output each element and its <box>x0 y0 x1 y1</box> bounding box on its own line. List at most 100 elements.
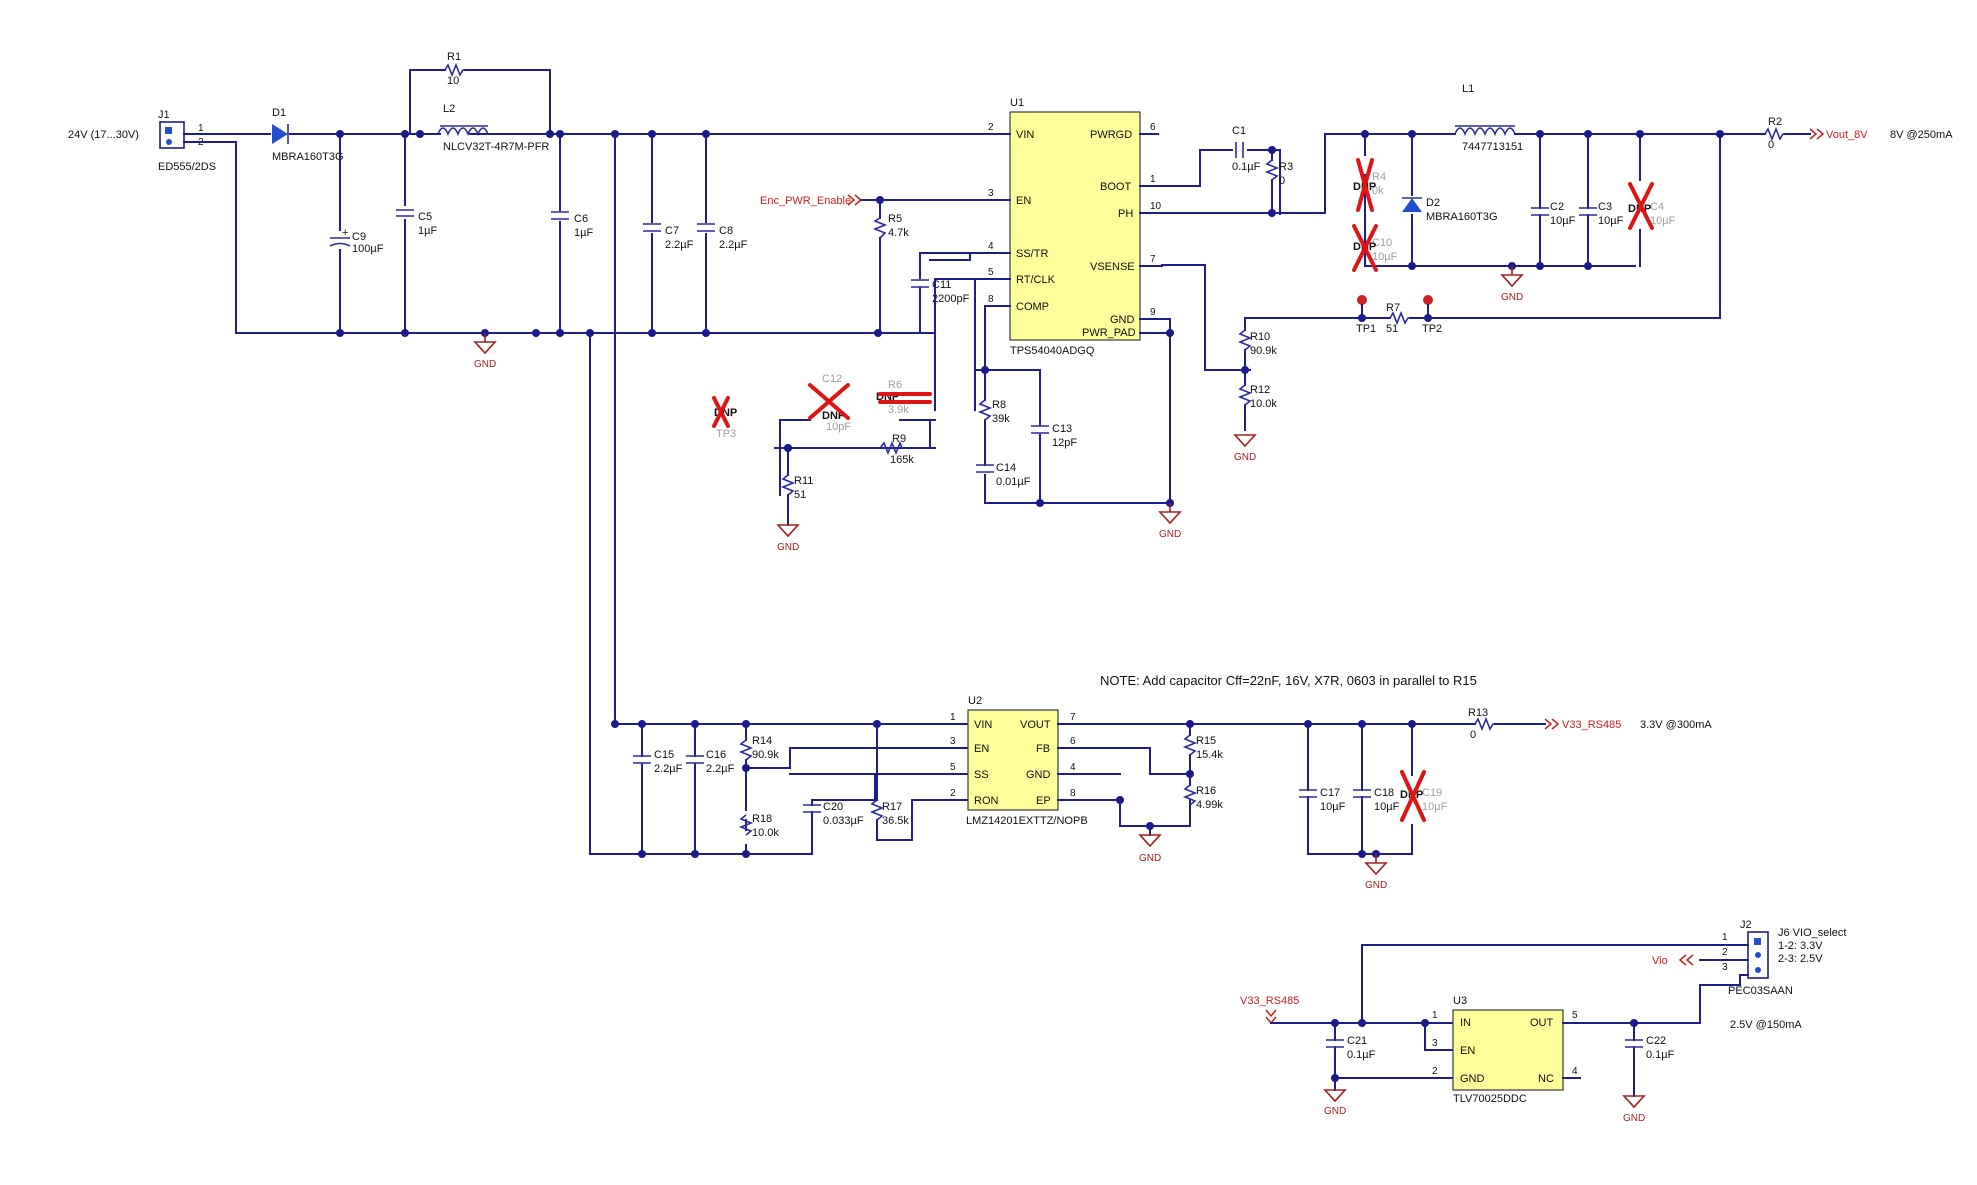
svg-text:EN: EN <box>974 743 989 755</box>
svg-text:V33_RS485: V33_RS485 <box>1240 995 1299 1007</box>
svg-text:NLCV32T-4R7M-PFR: NLCV32T-4R7M-PFR <box>443 141 549 153</box>
svg-text:3: 3 <box>1432 1038 1438 1049</box>
svg-text:1: 1 <box>1432 1010 1438 1021</box>
capacitor-c5: C5 1µF <box>396 209 437 237</box>
capacitor-c6: C6 1µF <box>551 211 593 239</box>
svg-text:12pF: 12pF <box>1052 437 1077 449</box>
svg-text:BOOT: BOOT <box>1100 181 1131 193</box>
svg-text:1-2: 3.3V: 1-2: 3.3V <box>1778 940 1823 952</box>
svg-text:PEC03SAAN: PEC03SAAN <box>1728 985 1793 997</box>
svg-text:J1: J1 <box>158 109 170 121</box>
svg-text:90.9k: 90.9k <box>752 749 779 761</box>
svg-text:1µF: 1µF <box>418 225 437 237</box>
svg-text:51: 51 <box>1386 323 1398 335</box>
net-label-vout-8v: Vout_8V <box>1809 128 1868 141</box>
svg-text:FB: FB <box>1036 743 1050 755</box>
resistor-r13: R13 0 <box>1468 707 1495 741</box>
svg-text:C21: C21 <box>1347 1035 1367 1047</box>
resistor-r8: R8 39k <box>977 399 1010 425</box>
v33-spec: 3.3V @300mA <box>1640 719 1712 731</box>
svg-text:1: 1 <box>950 712 956 723</box>
svg-text:V33_RS485: V33_RS485 <box>1562 719 1621 731</box>
svg-text:SS: SS <box>974 769 989 781</box>
resistor-r6-dnp: R6 DNP 3.9k <box>876 379 932 416</box>
svg-text:D1: D1 <box>272 107 286 119</box>
svg-text:10µF: 10µF <box>1650 215 1676 227</box>
svg-text:C6: C6 <box>574 213 588 225</box>
capacitor-c15: C15 2.2µF <box>633 749 683 775</box>
svg-text:U1: U1 <box>1010 97 1024 109</box>
capacitor-c7: C7 2.2µF <box>643 223 694 251</box>
net-label-vio: Vio <box>1652 954 1694 967</box>
svg-text:3: 3 <box>950 736 956 747</box>
svg-text:10: 10 <box>447 75 459 87</box>
svg-text:2.2µF: 2.2µF <box>719 239 748 251</box>
svg-text:0: 0 <box>1768 139 1774 151</box>
svg-text:C22: C22 <box>1646 1035 1666 1047</box>
svg-text:RON: RON <box>974 795 999 807</box>
svg-text:2: 2 <box>950 788 956 799</box>
svg-text:0.1µF: 0.1µF <box>1232 161 1261 173</box>
resistor-r10: R10 90.9k <box>1237 329 1277 357</box>
svg-text:2.2µF: 2.2µF <box>706 763 735 775</box>
resistor-r14: R14 90.9k <box>738 735 779 761</box>
resistor-r3: R3 0 <box>1264 159 1293 187</box>
design-note: NOTE: Add capacitor Cff=22nF, 16V, X7R, … <box>1100 673 1477 688</box>
svg-text:LMZ14201EXTTZ/NOPB: LMZ14201EXTTZ/NOPB <box>966 815 1088 827</box>
svg-text:5: 5 <box>1572 1010 1578 1021</box>
svg-text:GND: GND <box>777 542 799 553</box>
svg-text:7: 7 <box>1150 254 1156 265</box>
resistor-r2: R2 0 <box>1764 116 1785 151</box>
gnd-symbol-fb: GND <box>1233 434 1257 463</box>
resistor-r4-dnp: R4 0k DNP <box>1353 158 1386 212</box>
svg-text:0.1µF: 0.1µF <box>1347 1049 1376 1061</box>
resistor-r5: R5 4.7k <box>872 213 909 239</box>
capacitor-c18: C18 10µF <box>1353 787 1400 813</box>
capacitor-c20: C20 0.033µF <box>803 801 864 827</box>
svg-text:10pF: 10pF <box>826 421 851 433</box>
svg-text:GND: GND <box>1234 452 1256 463</box>
svg-text:10µF: 10µF <box>1550 215 1576 227</box>
svg-text:0: 0 <box>1470 729 1476 741</box>
svg-text:1: 1 <box>1150 174 1156 185</box>
svg-text:R7: R7 <box>1386 302 1400 314</box>
tp3-dnp: DNP TP3 <box>712 396 737 440</box>
resistor-r9: R9 165k <box>879 433 914 466</box>
svg-text:2.2µF: 2.2µF <box>654 763 683 775</box>
ic-u1: U1 TPS54040ADGQ VIN EN SS/TR RT/CLK COMP… <box>988 97 1162 357</box>
svg-text:3: 3 <box>1722 962 1728 973</box>
svg-text:C12: C12 <box>822 373 842 385</box>
svg-text:R10: R10 <box>1250 331 1270 343</box>
ic-u3: U3 TLV70025DDC IN EN GND 1 3 2 OUT NC 5 … <box>1432 995 1578 1105</box>
svg-text:36.5k: 36.5k <box>882 815 909 827</box>
svg-text:NC: NC <box>1538 1073 1554 1085</box>
jumper-j2: J2 PEC03SAAN 1 2 3 <box>1722 919 1793 997</box>
svg-text:R1: R1 <box>447 51 461 63</box>
svg-text:IN: IN <box>1460 1017 1471 1029</box>
svg-text:10µF: 10µF <box>1598 215 1624 227</box>
net-label-v33-rs485: V33_RS485 <box>1544 718 1621 731</box>
svg-text:D2: D2 <box>1426 197 1440 209</box>
input-voltage-label: 24V (17...30V) <box>68 129 139 141</box>
capacitor-c14: C14 0.01µF <box>976 462 1031 488</box>
svg-text:L1: L1 <box>1462 83 1474 95</box>
out-2v5-spec: 2.5V @150mA <box>1730 1019 1802 1031</box>
svg-text:8: 8 <box>1070 788 1076 799</box>
svg-text:7: 7 <box>1070 712 1076 723</box>
svg-text:Vio: Vio <box>1652 955 1668 967</box>
svg-text:2-3: 2.5V: 2-3: 2.5V <box>1778 953 1823 965</box>
svg-text:0k: 0k <box>1372 185 1384 197</box>
svg-text:R14: R14 <box>752 735 772 747</box>
svg-text:R12: R12 <box>1250 384 1270 396</box>
svg-text:8: 8 <box>988 294 994 305</box>
svg-text:TLV70025DDC: TLV70025DDC <box>1453 1093 1527 1105</box>
svg-text:Enc_PWR_Enable: Enc_PWR_Enable <box>760 195 851 207</box>
svg-text:100µF: 100µF <box>352 243 384 255</box>
gnd-symbol-u2: GND <box>1138 834 1162 864</box>
svg-text:R6: R6 <box>888 379 902 391</box>
svg-text:MBRA160T3G: MBRA160T3G <box>1426 211 1498 223</box>
svg-text:EP: EP <box>1036 795 1051 807</box>
svg-text:3: 3 <box>988 188 994 199</box>
svg-text:C9: C9 <box>352 231 366 243</box>
